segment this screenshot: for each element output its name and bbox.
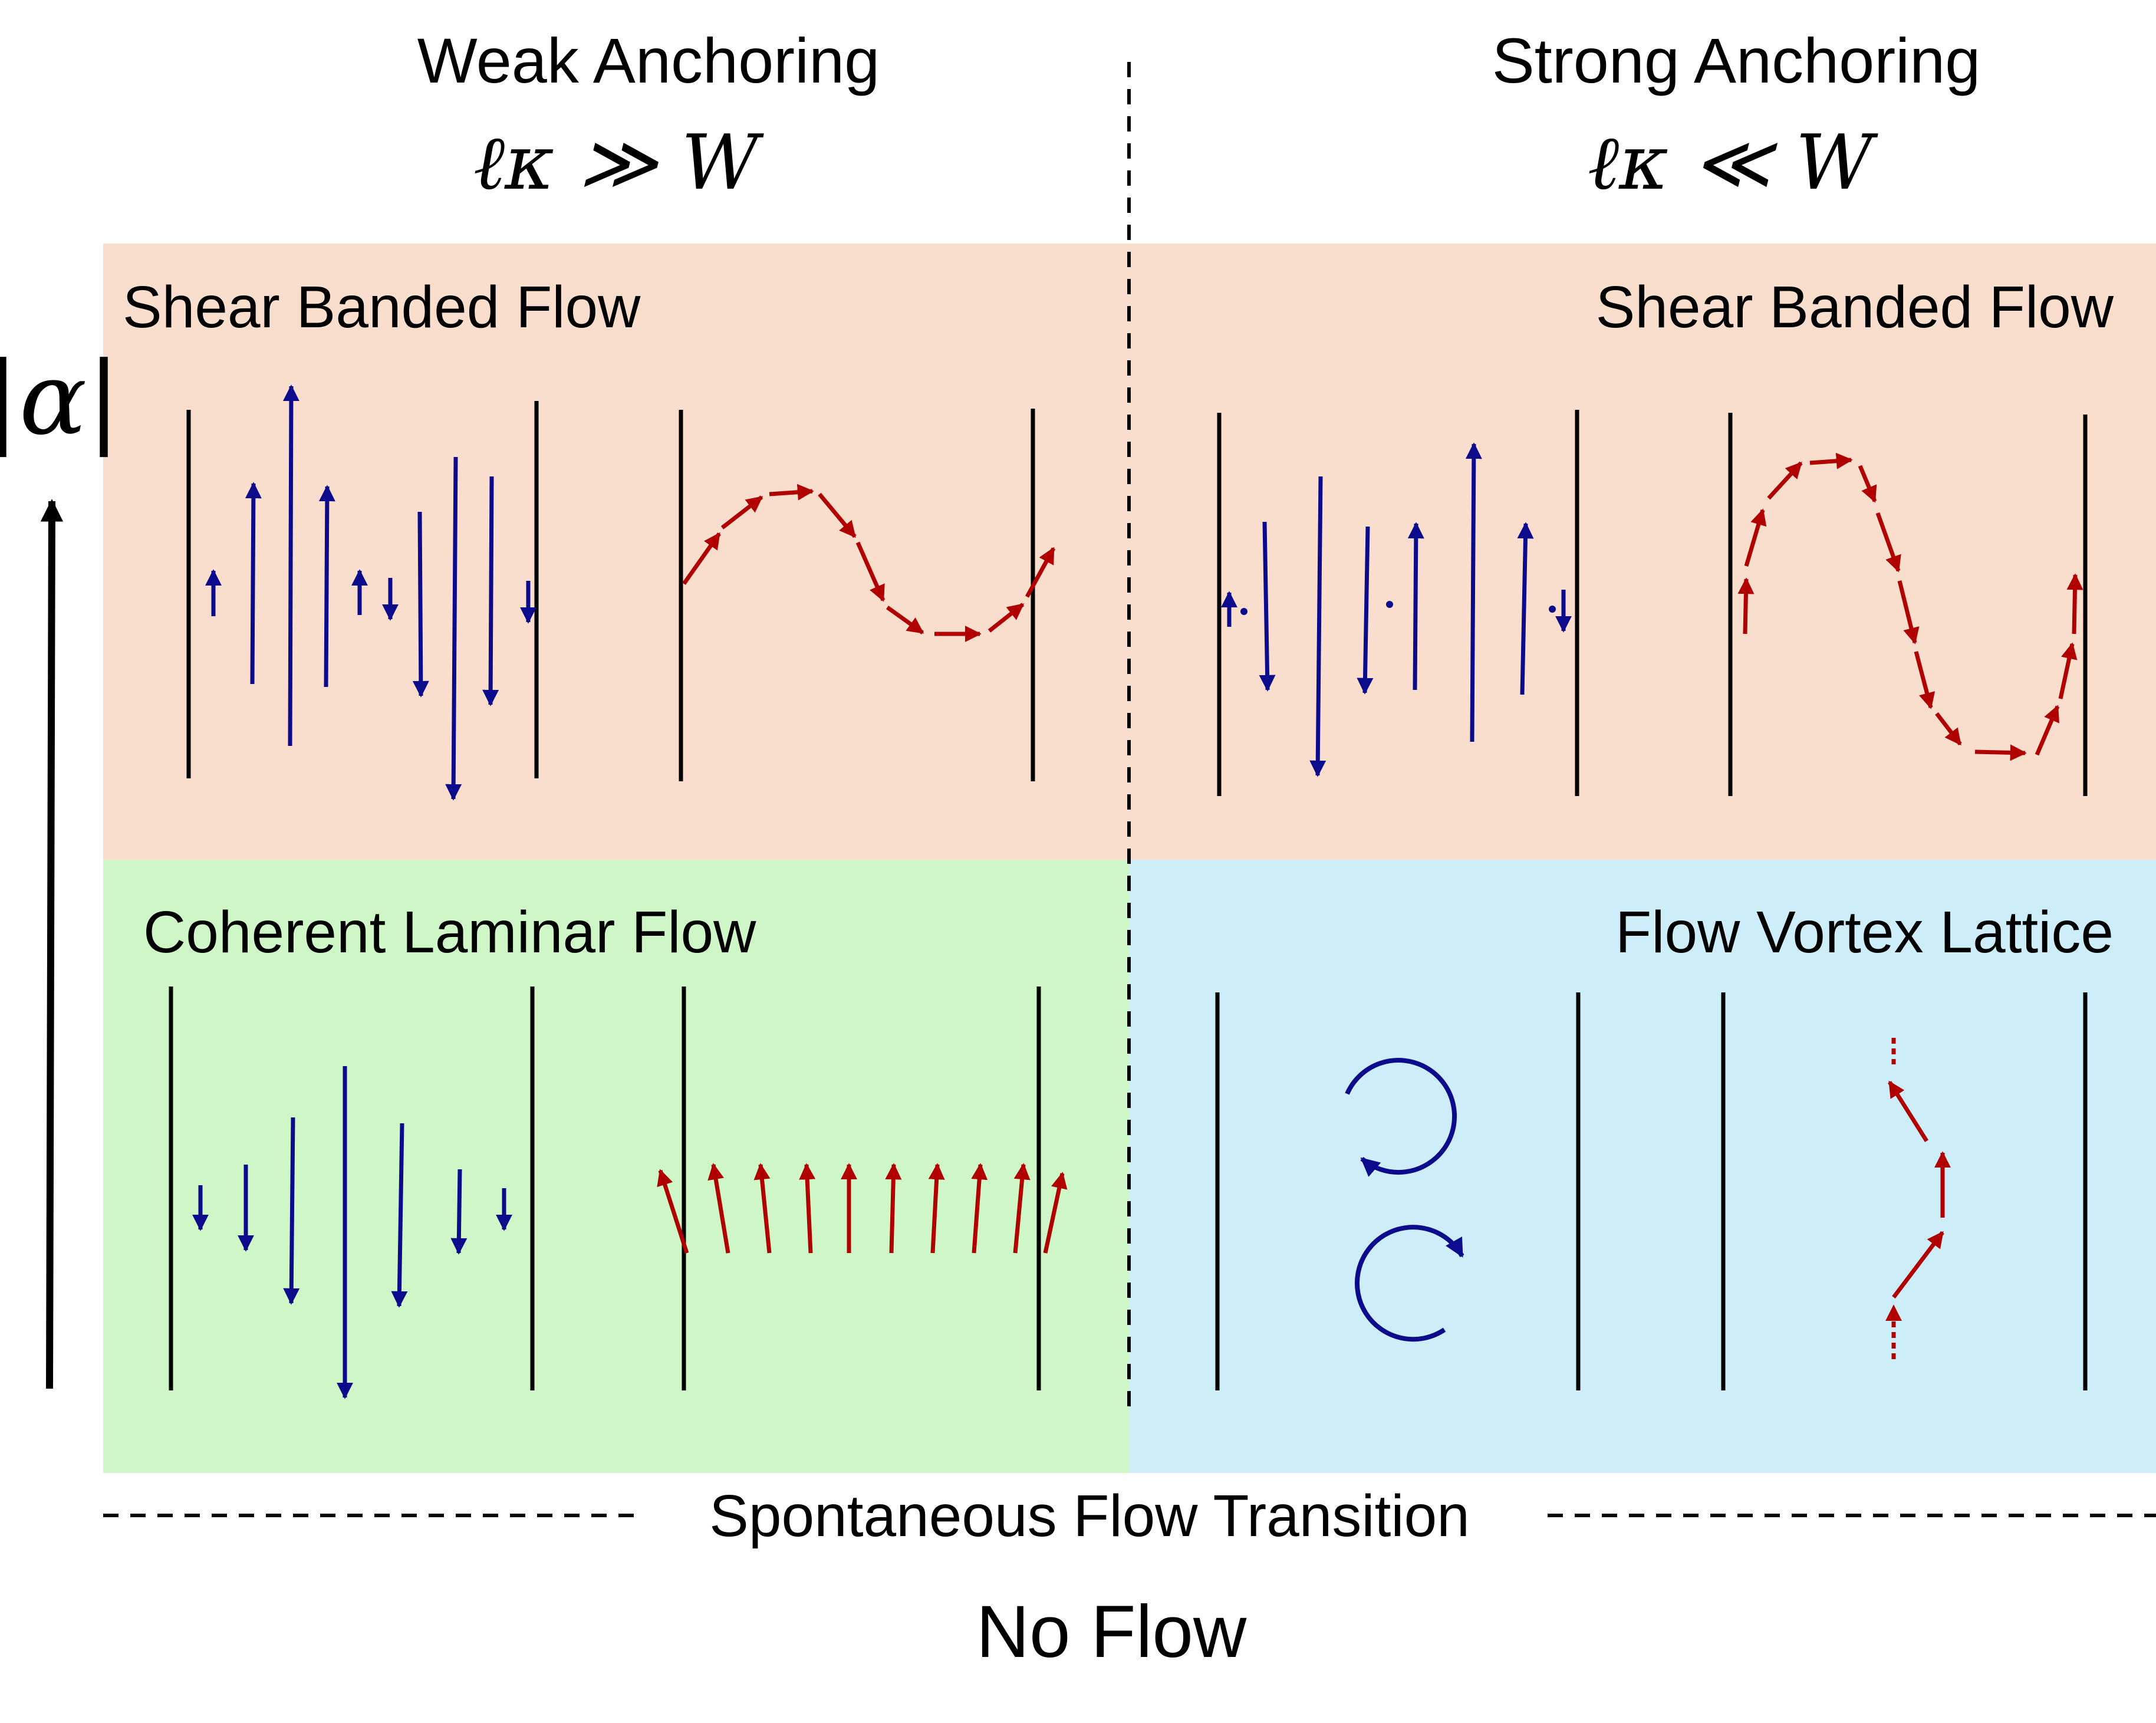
vortex-region-background xyxy=(1129,860,2156,1473)
no-flow-label: No Flow xyxy=(976,1591,1247,1673)
director-arrow-icon xyxy=(1914,651,1936,709)
director-arrows-shear-strong xyxy=(1737,452,2083,761)
shear-banded-label-left: Shear Banded Flow xyxy=(123,274,641,340)
velocity-arrow-icon xyxy=(282,384,299,747)
weak-anchoring-condition: ℓκ ≫ W xyxy=(473,119,765,207)
director-arrows-shear-weak xyxy=(682,484,1056,642)
director-arrow-icon xyxy=(720,495,763,530)
velocity-arrow-icon xyxy=(1259,521,1276,692)
director-arrow-icon xyxy=(769,484,814,501)
director-arrow-icon xyxy=(1043,1172,1068,1254)
velocity-arrow-icon xyxy=(1407,522,1424,690)
director-arrow-icon xyxy=(886,606,924,634)
velocity-arrow-icon xyxy=(1309,476,1326,777)
flow-vortex-lattice-label: Flow Vortex Lattice xyxy=(1615,899,2114,965)
alpha-axis-label: |α| xyxy=(0,341,121,458)
velocity-arrow-icon xyxy=(1357,526,1374,695)
director-arrow-icon xyxy=(1892,1231,1944,1299)
director-arrow-icon xyxy=(1935,712,1962,746)
director-arrow-icon xyxy=(928,1163,945,1254)
strong-anchoring-title: Strong Anchoring xyxy=(1492,25,1981,96)
velocity-arrows-shear-strong xyxy=(1221,442,1572,777)
laminar-region-background xyxy=(103,860,1129,1473)
velocity-arrow-icon xyxy=(391,1123,408,1308)
velocity-arrow-icon xyxy=(283,1117,300,1305)
velocity-arrow-icon xyxy=(245,482,262,685)
director-arrows-laminar xyxy=(657,1163,1068,1254)
strong-anchoring-condition: ℓκ ≪ W xyxy=(1588,119,1879,207)
velocity-arrow-icon xyxy=(450,1169,468,1255)
velocity-arrow-icon xyxy=(318,485,335,688)
director-arrow-icon xyxy=(818,492,857,538)
spontaneous-flow-transition-label: Spontaneous Flow Transition xyxy=(709,1483,1470,1549)
director-arrow-icon xyxy=(657,1169,689,1254)
director-arrow-icon xyxy=(2035,705,2060,756)
director-arrow-icon xyxy=(1025,547,1056,598)
director-arrow-icon xyxy=(988,603,1025,633)
director-arrow-icon xyxy=(1809,452,1853,469)
weak-anchoring-title: Weak Anchoring xyxy=(417,25,880,96)
director-arrow-icon xyxy=(1875,512,1901,573)
director-arrow-icon xyxy=(707,1163,730,1254)
director-arrow-icon xyxy=(753,1163,772,1254)
director-arrows-vortex xyxy=(1885,1038,1951,1359)
shear-banded-label-right: Shear Banded Flow xyxy=(1596,274,2114,340)
director-arrow-icon xyxy=(1737,577,1755,634)
director-arrow-icon xyxy=(2058,642,2078,699)
director-arrow-icon xyxy=(1897,580,1920,645)
velocity-arrows-laminar xyxy=(192,1066,512,1399)
velocity-arrows-shear-weak xyxy=(205,384,536,801)
director-arrow-icon xyxy=(799,1163,816,1254)
director-arrow-icon xyxy=(1974,744,2027,761)
velocity-arrow-icon xyxy=(445,456,462,801)
director-arrow-icon xyxy=(1888,1080,1928,1142)
velocity-arrow-icon xyxy=(1517,522,1534,695)
velocity-arrow-icon xyxy=(412,511,429,698)
director-arrow-icon xyxy=(1858,465,1877,503)
director-arrow-icon xyxy=(885,1163,902,1254)
vortex-icon xyxy=(1345,1058,1464,1342)
channel-walls xyxy=(169,401,2088,1390)
coherent-laminar-label: Coherent Laminar Flow xyxy=(143,899,756,965)
director-arrow-icon xyxy=(2066,573,2083,634)
director-arrow-icon xyxy=(1013,1163,1031,1254)
director-arrow-icon xyxy=(682,532,721,586)
velocity-dots-shear-strong xyxy=(1240,601,1556,615)
velocity-arrow-icon xyxy=(482,476,499,706)
director-arrow-icon xyxy=(971,1163,988,1254)
director-arrow-icon xyxy=(1744,508,1767,567)
up-arrow-icon xyxy=(40,499,64,1389)
velocity-arrow-icon xyxy=(1465,442,1482,742)
director-arrow-icon xyxy=(855,541,886,602)
director-arrow-icon xyxy=(1767,461,1803,500)
